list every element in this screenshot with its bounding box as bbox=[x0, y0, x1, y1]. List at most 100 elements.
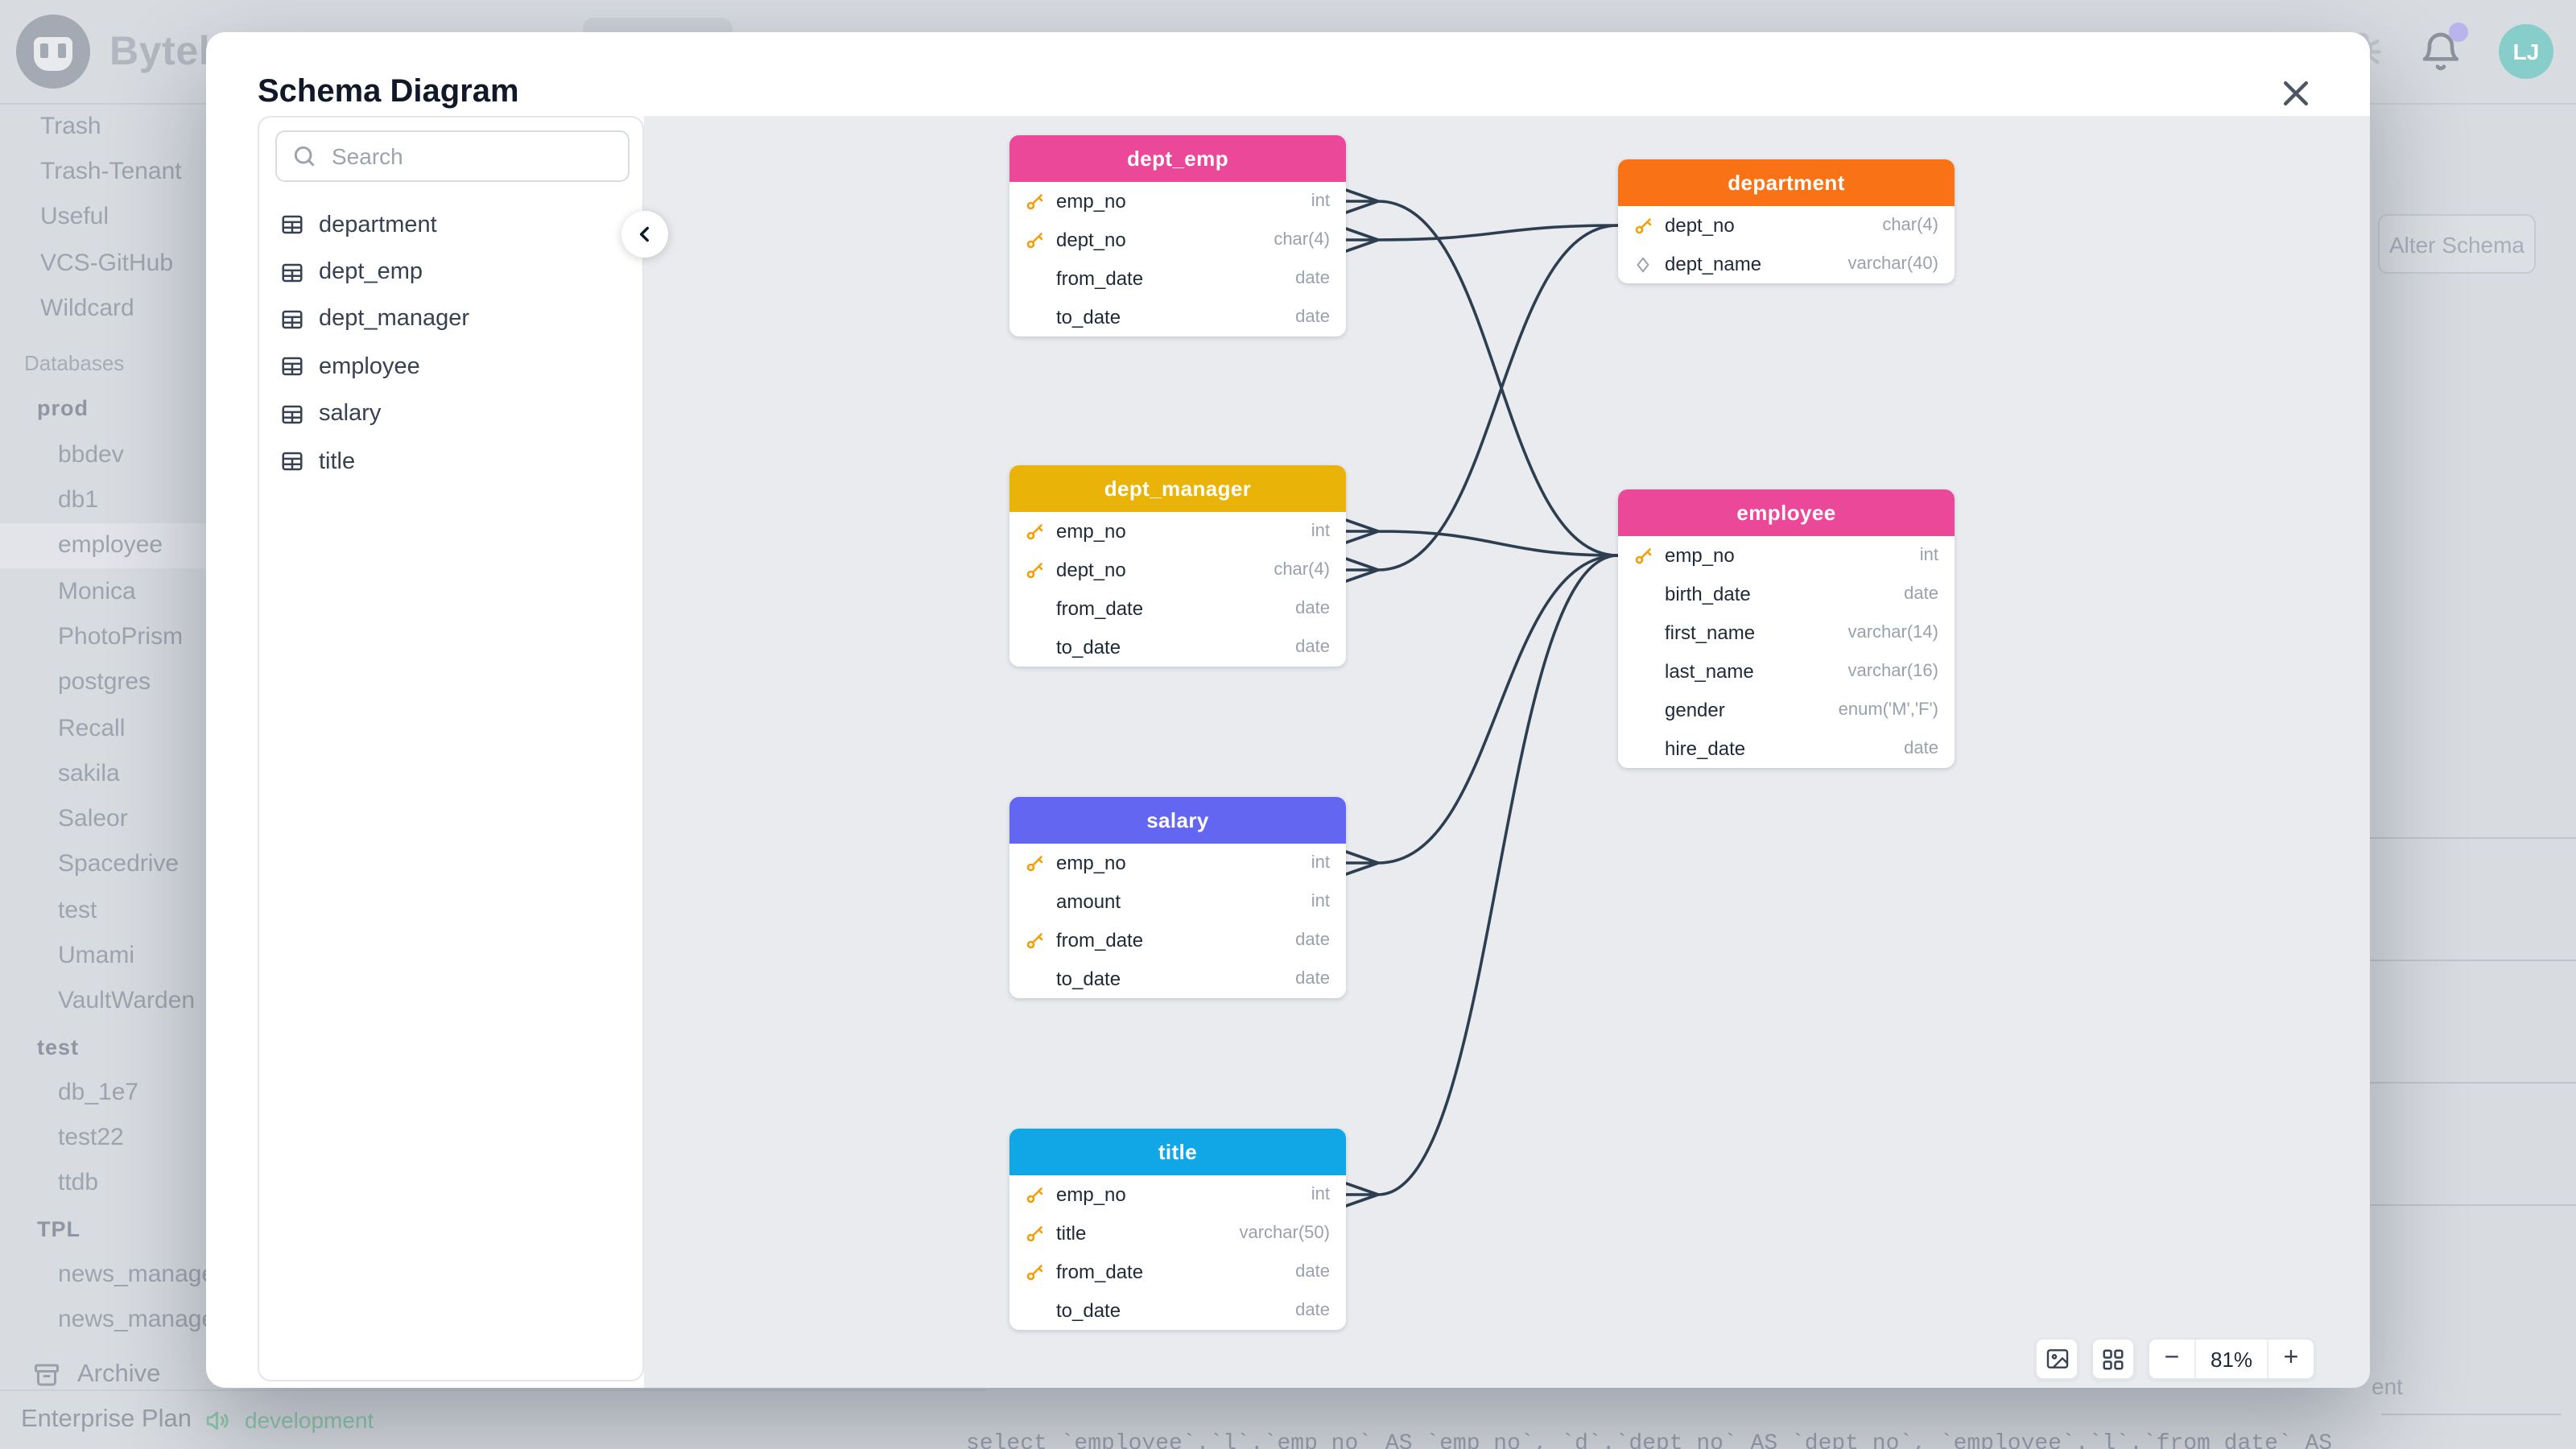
sidebar-item-news-manage[interactable]: news_manage bbox=[58, 1306, 216, 1334]
sidebar-item-trash[interactable]: Trash bbox=[40, 112, 101, 140]
sidebar-item-db-1e7[interactable]: db_1e7 bbox=[58, 1078, 139, 1106]
column-name: gender bbox=[1665, 699, 1725, 721]
sidebar-item-spacedrive[interactable]: Spacedrive bbox=[58, 850, 180, 878]
sidebar-item-postgres[interactable]: postgres bbox=[58, 668, 151, 696]
table-list-item-dept-manager[interactable]: dept_manager bbox=[266, 296, 636, 344]
column-name: from_date bbox=[1056, 597, 1144, 620]
no-icon bbox=[1634, 584, 1655, 604]
table-list-item-dept-emp[interactable]: dept_emp bbox=[266, 249, 636, 296]
sidebar-item-photoprism[interactable]: PhotoPrism bbox=[58, 622, 184, 650]
sidebar-item-test[interactable]: test bbox=[58, 896, 97, 924]
column-type: char(4) bbox=[1274, 230, 1330, 250]
table-list-label: department bbox=[319, 212, 437, 238]
sidebar-item-db1[interactable]: db1 bbox=[58, 486, 99, 514]
no-icon bbox=[1026, 638, 1046, 657]
diagram-table-header: salary bbox=[1009, 797, 1346, 844]
sidebar-item-vaultwarden[interactable]: VaultWarden bbox=[58, 987, 196, 1015]
column-name: emp_no bbox=[1056, 852, 1126, 874]
key-icon bbox=[1026, 1224, 1046, 1243]
zoom-in-button[interactable]: + bbox=[2267, 1340, 2314, 1378]
sidebar-item-monica[interactable]: Monica bbox=[58, 577, 136, 605]
column-type: date bbox=[1295, 638, 1330, 657]
relation-salary-emp-no-to-employee-emp-no bbox=[1344, 554, 1620, 876]
key-icon bbox=[1026, 192, 1046, 211]
export-image-button[interactable] bbox=[2035, 1338, 2079, 1380]
no-icon bbox=[1026, 599, 1046, 618]
sidebar-item-vcs-github[interactable]: VCS-GitHub bbox=[40, 249, 174, 277]
column-name: to_date bbox=[1056, 1299, 1121, 1322]
diagram-table-header: dept_manager bbox=[1009, 465, 1346, 512]
notifications-bell-icon[interactable] bbox=[2418, 23, 2468, 74]
key-icon bbox=[1026, 560, 1046, 580]
column-type: varchar(14) bbox=[1847, 623, 1939, 642]
column-name: emp_no bbox=[1665, 544, 1735, 567]
column-type: date bbox=[1295, 1262, 1330, 1282]
modal-title: Schema Diagram bbox=[258, 74, 519, 109]
sidebar-item-sakila[interactable]: sakila bbox=[58, 759, 120, 787]
sidebar-item-trash-tenant[interactable]: Trash-Tenant bbox=[40, 157, 182, 185]
sidebar-item-useful[interactable]: Useful bbox=[40, 203, 109, 231]
table-list-item-title[interactable]: title bbox=[266, 438, 636, 485]
collapse-panel-button[interactable] bbox=[621, 211, 668, 258]
sidebar-item-bbdev[interactable]: bbdev bbox=[58, 440, 124, 469]
alter-schema-button[interactable]: Alter Schema bbox=[2378, 214, 2536, 274]
background-row-divider bbox=[2370, 960, 2576, 961]
avatar[interactable]: LJ bbox=[2499, 24, 2553, 79]
sidebar-item-ttdb[interactable]: ttdb bbox=[58, 1169, 99, 1197]
relation-dept-manager-emp-no-to-employee-emp-no bbox=[1344, 518, 1620, 557]
sidebar-item-news-manage[interactable]: news_manage bbox=[58, 1261, 216, 1289]
close-icon[interactable] bbox=[2275, 72, 2317, 114]
search-box[interactable] bbox=[275, 130, 630, 182]
column-name: dept_no bbox=[1056, 559, 1126, 581]
search-input[interactable] bbox=[328, 142, 613, 171]
column-name: from_date bbox=[1056, 929, 1144, 952]
table-list-label: title bbox=[319, 448, 356, 475]
bytebase-logo-icon bbox=[16, 14, 90, 89]
column-name: dept_no bbox=[1665, 214, 1735, 237]
column-type: int bbox=[1311, 1185, 1330, 1204]
archive-box-icon bbox=[35, 1364, 59, 1386]
table-list-item-department[interactable]: department bbox=[266, 201, 636, 249]
image-icon bbox=[2046, 1349, 2068, 1368]
column-name: last_name bbox=[1665, 660, 1754, 683]
background-row-divider bbox=[2370, 1204, 2576, 1206]
sidebar-item-recall[interactable]: Recall bbox=[58, 714, 126, 741]
column-name: from_date bbox=[1056, 1261, 1144, 1283]
no-icon bbox=[1026, 308, 1046, 327]
column-name: title bbox=[1056, 1222, 1087, 1245]
sidebar-item-test22[interactable]: test22 bbox=[58, 1124, 124, 1152]
table-icon bbox=[280, 308, 304, 332]
table-list-item-employee[interactable]: employee bbox=[266, 343, 636, 390]
column-type: date bbox=[1295, 599, 1330, 618]
sidebar-item-wildcard[interactable]: Wildcard bbox=[40, 294, 134, 322]
diagram-table-header: title bbox=[1009, 1129, 1346, 1175]
key-icon bbox=[1026, 853, 1046, 873]
column-type: char(4) bbox=[1882, 216, 1938, 235]
diagram-table-header: dept_emp bbox=[1009, 135, 1346, 182]
zoom-out-button[interactable]: − bbox=[2149, 1340, 2196, 1378]
sidebar-item-saleor[interactable]: Saleor bbox=[58, 805, 128, 833]
column-type: varchar(50) bbox=[1239, 1224, 1331, 1243]
sidebar-item-archive[interactable]: Archive bbox=[0, 1351, 338, 1399]
column-name: emp_no bbox=[1056, 190, 1126, 213]
auto-layout-button[interactable] bbox=[2091, 1338, 2135, 1380]
sidebar-item-umami[interactable]: Umami bbox=[58, 941, 134, 969]
table-list-label: dept_emp bbox=[319, 259, 423, 286]
table-icon bbox=[280, 402, 304, 427]
table-list-item-salary[interactable]: salary bbox=[266, 390, 636, 438]
